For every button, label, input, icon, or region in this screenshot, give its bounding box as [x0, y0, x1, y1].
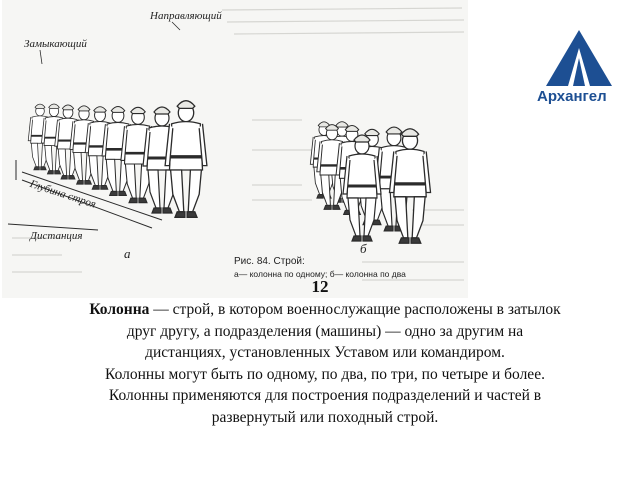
label-distance: Дистанция — [30, 230, 83, 242]
label-a: а — [124, 246, 131, 261]
slide-number: 12 — [311, 277, 329, 296]
text-line: Колонны могут быть по одному, по два, по… — [105, 365, 545, 383]
definition-line: Колонна — строй, в котором военнослужащи… — [40, 299, 610, 321]
text-line: Колонны применяются для построения подра… — [108, 387, 542, 404]
column-in-twos — [309, 121, 432, 244]
soldier-figure — [164, 100, 208, 218]
label-guide: Направляющий — [150, 10, 222, 22]
definition-text: — строй, в котором военнослужащие распол… — [149, 301, 561, 318]
text-line: дистанциях, установленных Уставом или ко… — [145, 344, 505, 361]
soldiers-column-illustration — [7, 7, 465, 281]
figure-caption-title: Рис. 84. Строй: — [234, 256, 305, 267]
measurement-lines — [7, 160, 163, 231]
label-closing: Замыкающий — [24, 38, 87, 50]
label-pointers — [39, 21, 181, 65]
term-highlight: Колонна — [89, 301, 150, 318]
logo-name: Архангел — [537, 88, 607, 105]
scan-background-lines — [12, 7, 465, 281]
arkhangel-logo-icon — [546, 30, 612, 86]
figure-caption: Рис. 84. Строй: а— колонна по одному; б—… — [234, 255, 406, 281]
label-b: б — [360, 241, 367, 256]
slide-body-text: Колонна — строй, в котором военнослужащи… — [40, 299, 610, 428]
figure-caption-sub: а— колонна по одному; б— колонна по два — [234, 269, 406, 279]
text-line: друг другу, а подразделения (машины) — о… — [126, 322, 524, 340]
soldier-figure — [342, 134, 382, 242]
column-single-file — [27, 100, 208, 218]
text-line: развернутый или походный строй. — [211, 408, 439, 426]
soldier-figure — [388, 128, 432, 244]
textbook-figure: Направляющий Замыкающий Глубина строя Ди… — [2, 0, 468, 298]
